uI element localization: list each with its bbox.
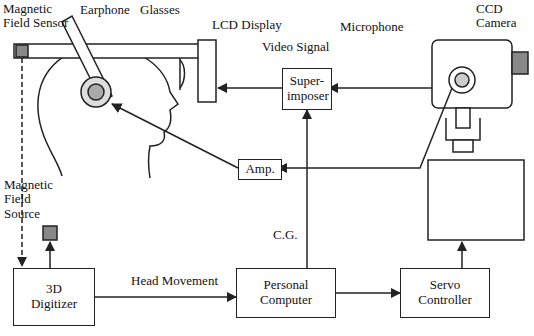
node-text: Super- imposer [287, 74, 327, 104]
source-label: Magnetic Field Source [4, 178, 60, 221]
connector-arrow [306, 110, 308, 268]
node-text: Personal Computer [248, 278, 324, 308]
sensor-label: Magnetic Field Sensor [3, 2, 79, 31]
connector-arrow [336, 292, 400, 294]
lcd-label: LCD Display [212, 18, 302, 32]
amp-box: Amp. [238, 159, 282, 180]
earphone-label: Earphone [80, 3, 150, 17]
node-text: Servo Controller [410, 278, 480, 308]
servo-controller-box: Servo Controller [400, 268, 490, 318]
connector-arrow [95, 296, 236, 298]
superimposer-box: Super- imposer [282, 68, 332, 110]
node-text: 3D Digitizer [23, 282, 85, 312]
edge-label: C.G. [272, 228, 299, 242]
camera-label: CCD Camera [476, 2, 532, 31]
computer-box: Personal Computer [236, 268, 336, 318]
digitizer-box: 3D Digitizer [13, 268, 95, 326]
node-text: Amp. [242, 162, 278, 177]
edge-label: Head Movement [130, 274, 219, 288]
glasses-label: Glasses [140, 3, 200, 17]
video-signal-label: Video Signal [262, 40, 352, 54]
microphone-label: Microphone [340, 20, 420, 34]
